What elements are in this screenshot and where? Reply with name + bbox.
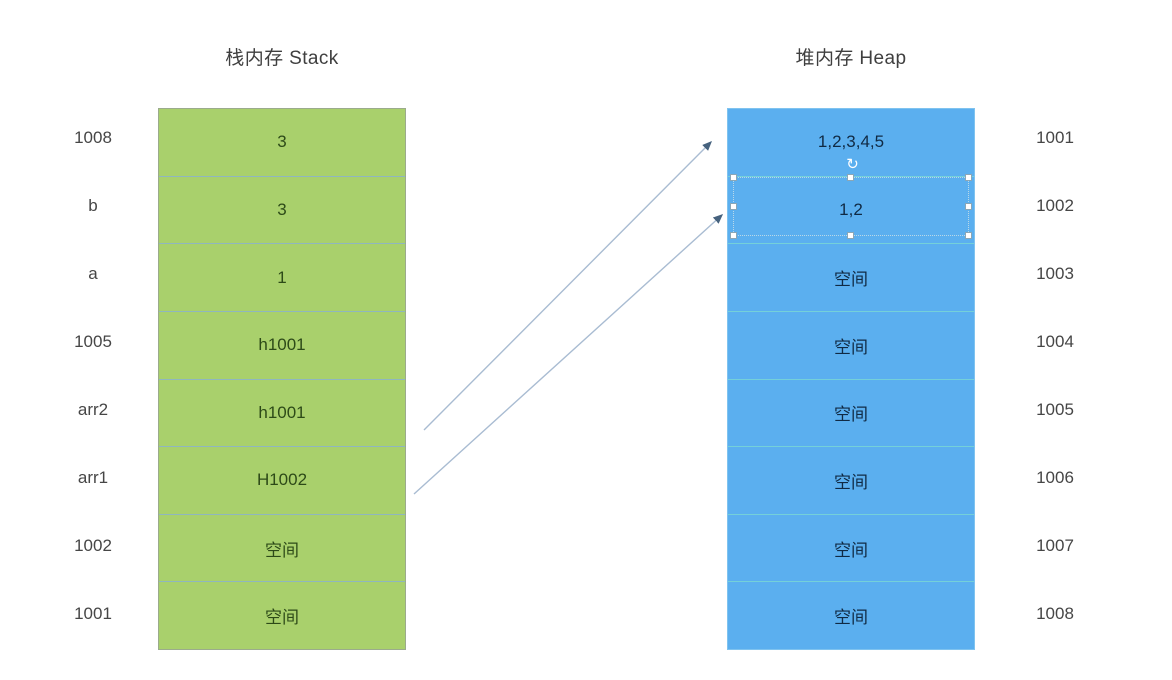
heap-cell-value-7: 空间 — [834, 608, 868, 628]
heap-cell-7[interactable]: 空间 — [728, 582, 974, 649]
heap-cell-3[interactable]: 空间 — [728, 312, 974, 380]
heap-cell-value-3: 空间 — [834, 337, 868, 357]
stack-row-label-7: 1001 — [74, 604, 112, 623]
stack-cell-value-6: 空间 — [265, 540, 299, 560]
heap-cell-value-6: 空间 — [834, 540, 868, 560]
heap-row-label-2: 1003 — [1036, 264, 1074, 283]
heap-cell-value-0: 1,2,3,4,5 — [817, 132, 885, 152]
stack-cell-value-7: 空间 — [265, 608, 299, 628]
stack-row-label-5: arr1 — [77, 468, 109, 487]
heap-cell-value-1: 1,2 — [839, 199, 863, 219]
heap-row-label-3: 1004 — [1036, 332, 1074, 351]
heap-row-label-4: 1005 — [1036, 400, 1074, 419]
stack-cell-value-3: h1001 — [258, 335, 306, 355]
arrow-arr2-to-heap-1001 — [423, 141, 712, 431]
rotate-handle-icon[interactable]: ↻ — [846, 156, 859, 173]
stack-cell-3[interactable]: h1001 — [159, 312, 405, 380]
stack-cell-4[interactable]: h1001 — [159, 380, 405, 448]
heap-row-label-1: 1002 — [1036, 196, 1074, 215]
heap-row-label-7: 1008 — [1036, 604, 1074, 623]
stack-row-label-1: b — [88, 196, 98, 215]
heap-column-title: 堆内存 Heap — [795, 48, 907, 69]
heap-cell-value-5: 空间 — [834, 472, 868, 492]
stack-cell-value-2: 1 — [277, 267, 287, 287]
heap-cell-value-2: 空间 — [834, 270, 868, 290]
stack-row-label-0: 1008 — [74, 128, 112, 147]
stack-cell-0[interactable]: 3 — [159, 109, 405, 177]
heap-cell-4[interactable]: 空间 — [728, 380, 974, 448]
heap-memory-column: 1,2,3,4,5 1,2 空间 空间 空间 空间 空间 空间 — [727, 108, 975, 650]
stack-cell-value-5: H1002 — [256, 470, 308, 490]
stack-row-label-2: a — [88, 264, 98, 283]
stack-cell-6[interactable]: 空间 — [159, 515, 405, 583]
heap-cell-2[interactable]: 空间 — [728, 244, 974, 312]
heap-cell-value-4: 空间 — [834, 405, 868, 425]
stack-cell-value-1: 3 — [277, 199, 287, 219]
heap-cell-5[interactable]: 空间 — [728, 447, 974, 515]
heap-row-label-6: 1007 — [1036, 536, 1074, 555]
heap-row-label-5: 1006 — [1036, 468, 1074, 487]
stack-column-title: 栈内存 Stack — [225, 48, 339, 69]
stack-row-label-3: 1005 — [74, 332, 112, 351]
stack-cell-1[interactable]: 3 — [159, 177, 405, 245]
stack-cell-value-0: 3 — [277, 132, 287, 152]
stack-cell-value-4: h1001 — [258, 402, 306, 422]
stack-cell-2[interactable]: 1 — [159, 244, 405, 312]
heap-cell-1[interactable]: 1,2 — [728, 177, 974, 245]
arrow-arr1-to-heap-1002 — [413, 214, 724, 495]
stack-row-label-6: 1002 — [74, 536, 112, 555]
stack-cell-5[interactable]: H1002 — [159, 447, 405, 515]
heap-cell-6[interactable]: 空间 — [728, 515, 974, 583]
heap-row-label-0: 1001 — [1036, 128, 1074, 147]
stack-row-label-4: arr2 — [77, 400, 109, 419]
stack-memory-column: 3 3 1 h1001 h1001 H1002 空间 空间 — [158, 108, 406, 650]
stack-cell-7[interactable]: 空间 — [159, 582, 405, 649]
